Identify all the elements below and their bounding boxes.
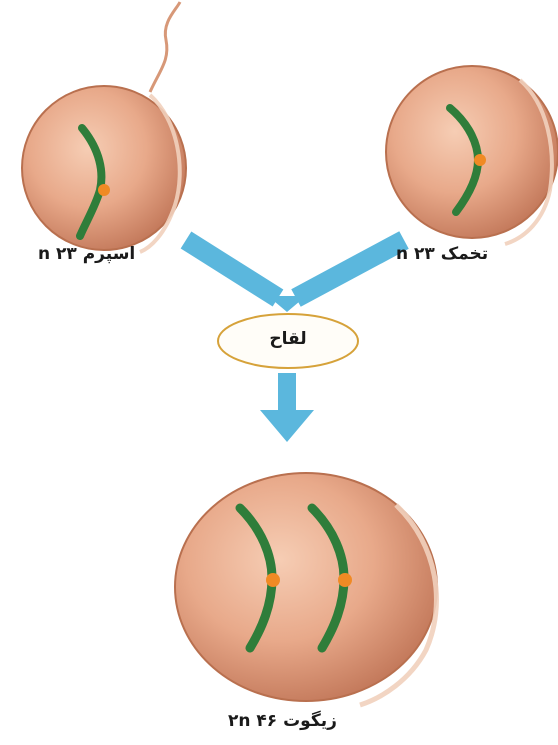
fertilization-label: لقاح: [223, 329, 353, 349]
egg-ploidy: n: [396, 244, 408, 264]
egg-cell: [386, 66, 558, 244]
egg-count: ۲۳: [414, 244, 435, 264]
zygote-centromere-1: [266, 573, 280, 587]
egg-centromere: [474, 154, 486, 166]
sperm-label: n ۲۳ اسپرم: [38, 244, 135, 264]
zygote-ploidy: ۲n: [228, 711, 250, 731]
sperm-centromere: [98, 184, 110, 196]
sperm-tail: [150, 2, 180, 92]
down-arrow: [260, 373, 314, 442]
sperm-count: ۲۳: [56, 244, 77, 264]
merge-arrows: [186, 240, 404, 312]
sperm-ploidy: n: [38, 244, 50, 264]
zygote-name: زیگوت: [283, 711, 337, 731]
zygote-count: ۴۶: [256, 711, 277, 731]
zygote-label: ۲n ۴۶ زیگوت: [228, 711, 337, 731]
zygote-centromere-2: [338, 573, 352, 587]
egg-name: تخمک: [441, 244, 488, 264]
sperm-name: اسپرم: [83, 244, 136, 264]
zygote-cell: [175, 473, 437, 705]
egg-label: n ۲۳ تخمک: [396, 244, 488, 264]
sperm-cell: [22, 2, 186, 252]
